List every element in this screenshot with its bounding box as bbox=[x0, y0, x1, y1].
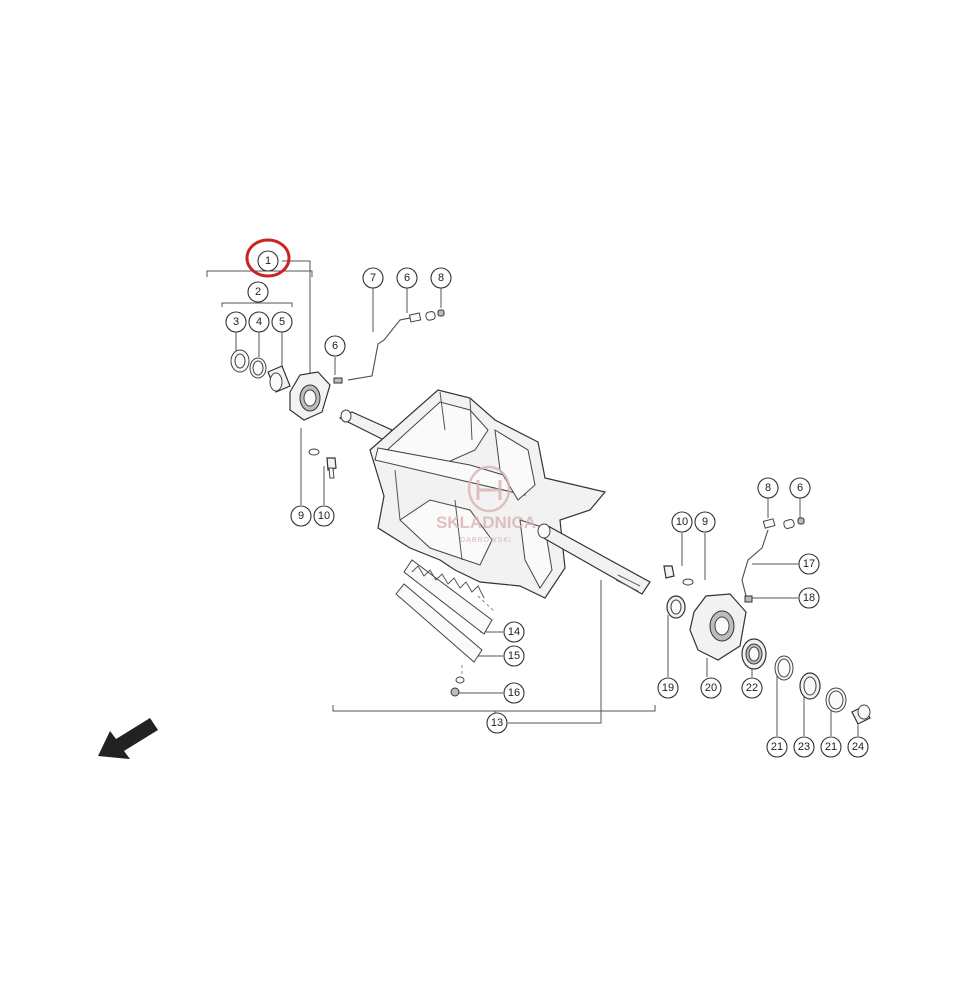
watermark-title: SKLADNICA bbox=[436, 513, 536, 532]
rotor-body bbox=[338, 389, 651, 599]
callout-8a[interactable]: 8 bbox=[430, 267, 452, 289]
callout-2[interactable]: 2 bbox=[247, 281, 269, 303]
svg-text:24: 24 bbox=[852, 741, 864, 753]
callout-8b[interactable]: 8 bbox=[757, 477, 779, 499]
grease-pipe-left bbox=[333, 309, 445, 384]
svg-text:6: 6 bbox=[404, 272, 410, 284]
svg-text:1: 1 bbox=[265, 255, 271, 267]
callout-23[interactable]: 23 bbox=[793, 736, 815, 758]
svg-text:6: 6 bbox=[797, 482, 803, 494]
callout-24[interactable]: 24 bbox=[847, 736, 869, 758]
callout-18[interactable]: 18 bbox=[798, 587, 820, 609]
arrow-down-left-icon bbox=[98, 718, 158, 759]
callout-10a[interactable]: 10 bbox=[313, 505, 335, 527]
svg-text:7: 7 bbox=[370, 272, 376, 284]
highlight-ring bbox=[245, 238, 291, 278]
callout-15[interactable]: 15 bbox=[503, 645, 525, 667]
blade-assembly bbox=[395, 559, 496, 697]
svg-text:8: 8 bbox=[765, 482, 771, 494]
callout-4[interactable]: 4 bbox=[248, 311, 270, 333]
svg-text:18: 18 bbox=[803, 592, 815, 604]
svg-text:8: 8 bbox=[438, 272, 444, 284]
callout-22[interactable]: 22 bbox=[741, 677, 763, 699]
svg-text:14: 14 bbox=[508, 626, 520, 638]
svg-text:5: 5 bbox=[279, 316, 285, 328]
svg-text:23: 23 bbox=[798, 741, 810, 753]
svg-text:21: 21 bbox=[825, 741, 837, 753]
watermark-logo-icon bbox=[467, 465, 511, 513]
left-bearing-assembly bbox=[230, 349, 337, 479]
svg-text:21: 21 bbox=[771, 741, 783, 753]
callout-5[interactable]: 5 bbox=[271, 311, 293, 333]
svg-text:9: 9 bbox=[702, 516, 708, 528]
svg-text:10: 10 bbox=[676, 516, 688, 528]
callout-21a[interactable]: 21 bbox=[766, 736, 788, 758]
callout-6a[interactable]: 6 bbox=[324, 335, 346, 357]
svg-text:4: 4 bbox=[256, 316, 262, 328]
callout-17[interactable]: 17 bbox=[798, 553, 820, 575]
callout-10b[interactable]: 10 bbox=[671, 511, 693, 533]
callouts: 1 2 3 4 5 6 7 6 8 9 10 10 9 8 6 17 18 14… bbox=[225, 250, 869, 758]
callout-9b[interactable]: 9 bbox=[694, 511, 716, 533]
right-bearing-assembly bbox=[663, 517, 871, 725]
svg-text:22: 22 bbox=[746, 682, 758, 694]
group-brackets bbox=[206, 260, 859, 736]
callout-6c[interactable]: 6 bbox=[789, 477, 811, 499]
svg-text:9: 9 bbox=[298, 510, 304, 522]
watermark: SKLADNICA DĄBROWSKI bbox=[436, 465, 536, 544]
svg-text:13: 13 bbox=[491, 717, 503, 729]
callout-6b[interactable]: 6 bbox=[396, 267, 418, 289]
callout-21b[interactable]: 21 bbox=[820, 736, 842, 758]
watermark-subtitle: DĄBROWSKI bbox=[460, 537, 512, 544]
svg-text:15: 15 bbox=[508, 650, 520, 662]
svg-text:17: 17 bbox=[803, 558, 815, 570]
callout-14[interactable]: 14 bbox=[503, 621, 525, 643]
callout-7[interactable]: 7 bbox=[362, 267, 384, 289]
callout-19[interactable]: 19 bbox=[657, 677, 679, 699]
svg-text:19: 19 bbox=[662, 682, 674, 694]
svg-text:20: 20 bbox=[705, 682, 717, 694]
callout-16[interactable]: 16 bbox=[503, 682, 525, 704]
svg-text:3: 3 bbox=[233, 316, 239, 328]
svg-text:6: 6 bbox=[332, 340, 338, 352]
callout-20[interactable]: 20 bbox=[700, 677, 722, 699]
callout-13[interactable]: 13 bbox=[486, 712, 508, 734]
svg-text:2: 2 bbox=[255, 286, 261, 298]
svg-text:16: 16 bbox=[508, 687, 520, 699]
callout-1[interactable]: 1 bbox=[257, 250, 279, 272]
svg-text:10: 10 bbox=[318, 510, 330, 522]
callout-9a[interactable]: 9 bbox=[290, 505, 312, 527]
callout-3[interactable]: 3 bbox=[225, 311, 247, 333]
